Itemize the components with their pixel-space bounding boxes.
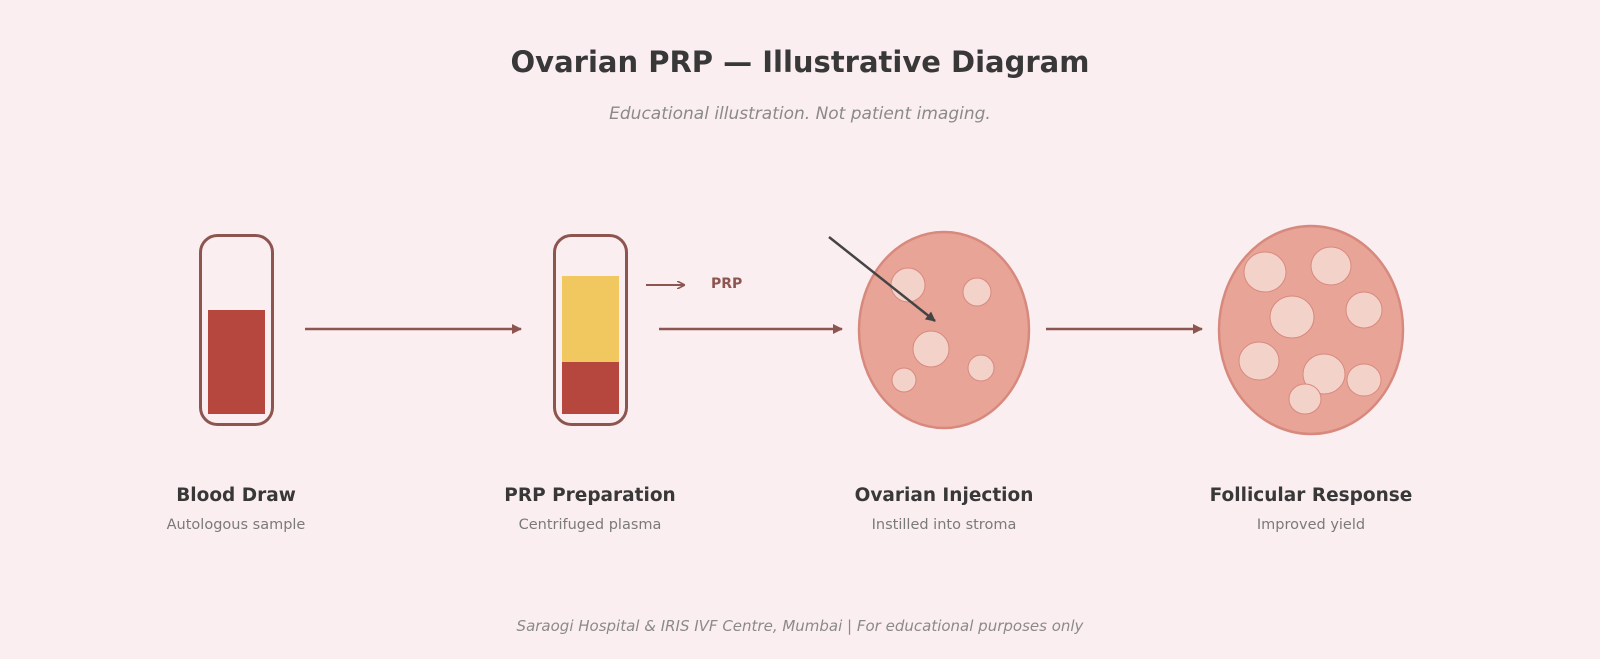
follicle (890, 267, 926, 303)
follicle (1238, 341, 1280, 381)
page-subtitle: Educational illustration. Not patient im… (609, 104, 991, 124)
follicle (1243, 251, 1287, 293)
follicle (1346, 363, 1382, 397)
follicle (1345, 291, 1383, 329)
plasma-layer (562, 276, 619, 362)
follicle (1302, 353, 1346, 395)
step-label-prp-preparation: PRP Preparation Centrifuged plasma (440, 484, 740, 535)
blood-tube (199, 234, 274, 426)
ovary-response (1217, 224, 1405, 436)
tube-outline (553, 234, 628, 426)
red-cell-layer (562, 362, 619, 414)
step-title: PRP Preparation (504, 485, 676, 506)
follicle (891, 367, 917, 393)
step-subtitle: Improved yield (1256, 517, 1366, 533)
step-label-ovarian-injection: Ovarian Injection Instilled into stroma (794, 484, 1094, 535)
step-title: Follicular Response (1209, 485, 1413, 506)
follicle (967, 354, 995, 382)
step-title: Ovarian Injection (854, 485, 1034, 506)
prp-tube (553, 234, 628, 426)
step-label-follicular-response: Follicular Response Improved yield (1161, 484, 1461, 535)
step-subtitle: Instilled into stroma (871, 517, 1017, 533)
blood-fill (208, 310, 265, 414)
ovary-injection (828, 230, 1031, 430)
prp-annotation: PRP (711, 276, 743, 292)
tube-outline (199, 234, 274, 426)
step-subtitle: Autologous sample (166, 517, 306, 533)
step-label-blood-draw: Blood Draw Autologous sample (86, 484, 386, 535)
follicle (1269, 295, 1315, 339)
follicle (1310, 246, 1352, 286)
page-title: Ovarian PRP — Illustrative Diagram (510, 45, 1090, 79)
injection-needle (828, 236, 936, 322)
page-footer: Saraogi Hospital & IRIS IVF Centre, Mumb… (516, 617, 1084, 635)
step-title: Blood Draw (176, 485, 296, 506)
follicle (962, 277, 992, 307)
step-subtitle: Centrifuged plasma (518, 517, 662, 533)
follicle (912, 330, 950, 368)
ovary (857, 230, 1031, 430)
follicle (1288, 383, 1322, 415)
